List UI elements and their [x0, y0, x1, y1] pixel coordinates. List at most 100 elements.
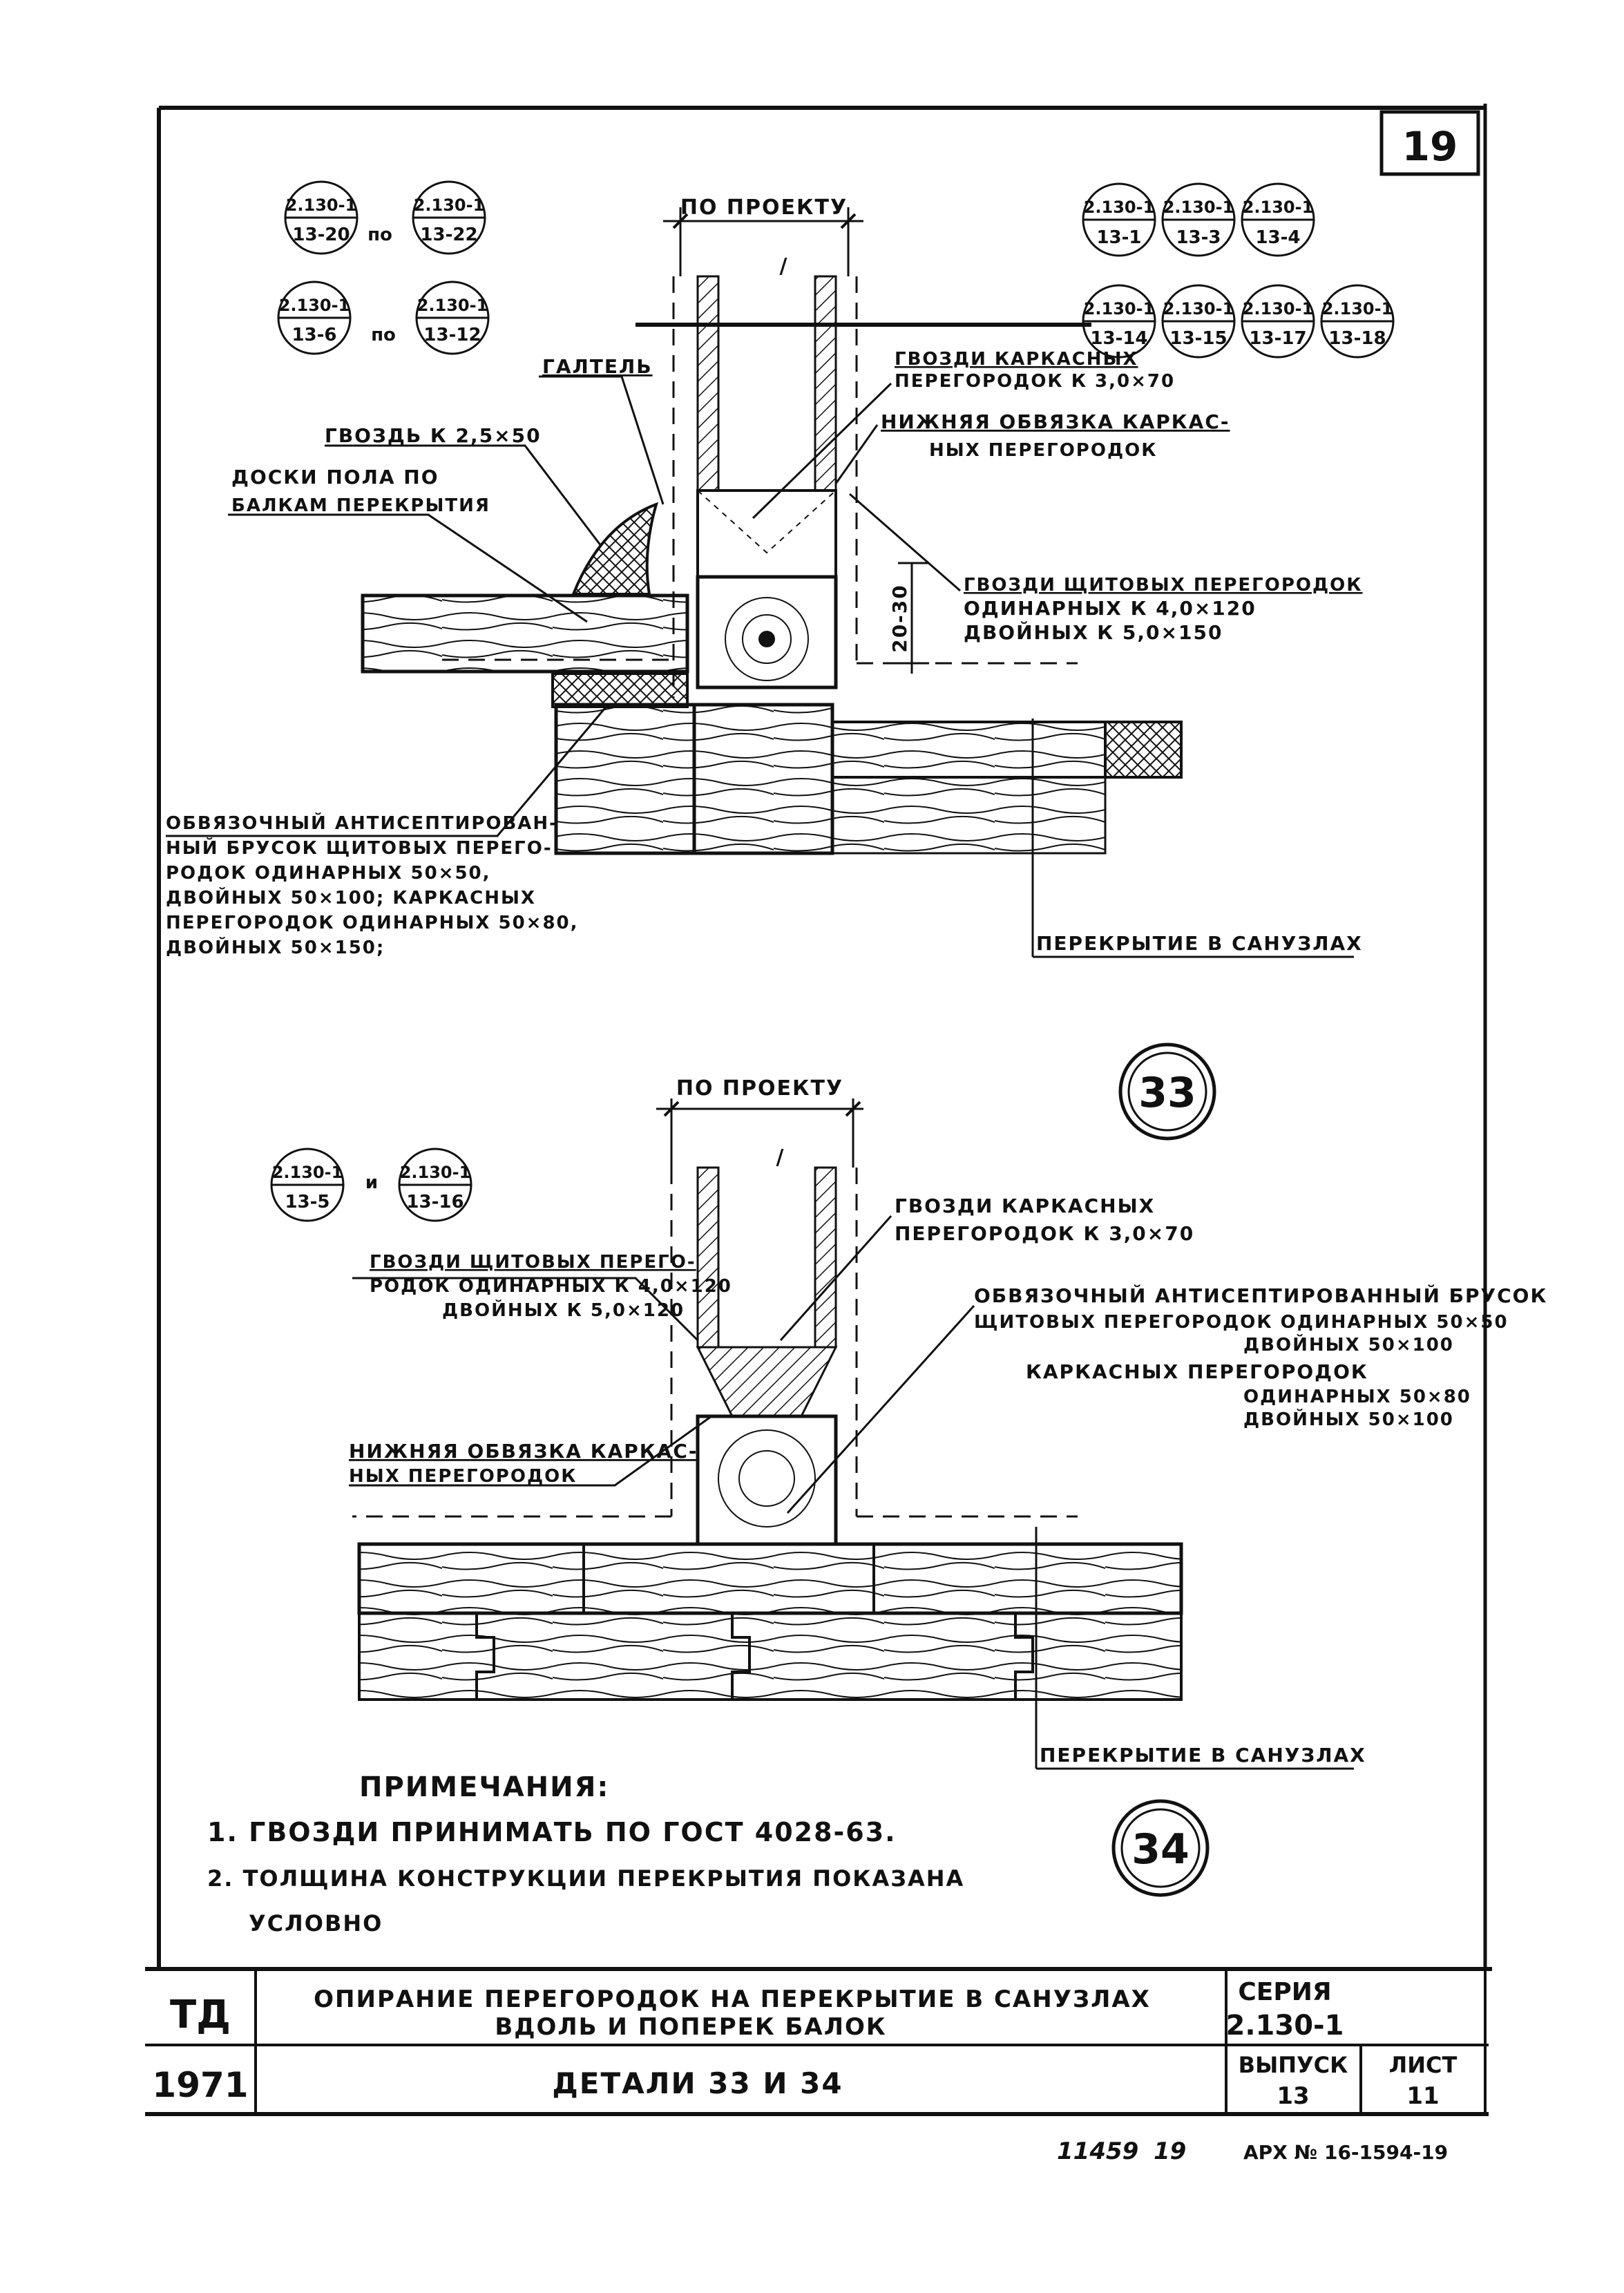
callout-bar-1-34: ОБВЯЗОЧНЫЙ АНТИСЕПТИРОВАННЫЙ БРУСОК	[974, 1284, 1547, 1307]
archive-code: АРХ № 16-1594-19	[1243, 2141, 1448, 2164]
slab-label-33: ПЕРЕКРЫТИЕ В САНУЗЛАХ	[1036, 932, 1363, 955]
partition-stud-34	[696, 1166, 838, 1546]
archive-stamp: 11459 19 АРХ № 16-1594-19	[1057, 2138, 1448, 2165]
issue-label: ВЫПУСК	[1239, 2052, 1348, 2078]
ref-a-top-34: 2.130-1	[272, 1163, 343, 1182]
title-line-1: ОПИРАНИЕ ПЕРЕГОРОДОК НА ПЕРЕКРЫТИЕ В САН…	[314, 1986, 1151, 2013]
dimension-tick-34: /	[776, 1145, 785, 1170]
ref-b-top-r1-33: 2.130-1	[414, 196, 485, 215]
ref-a-top-r2-33: 2.130-1	[279, 296, 350, 315]
fillet-33	[571, 502, 659, 596]
callout-frame-nails-2-34: ПЕРЕГОРОДОК К 3,0×70	[895, 1222, 1194, 1245]
notes: ПРИМЕЧАНИЯ: 1. ГВОЗДИ ПРИНИМАТЬ ПО ГОСТ …	[207, 1771, 964, 1937]
series-label: СЕРИЯ	[1238, 1978, 1331, 2006]
floor-34	[357, 1542, 1183, 1701]
ref-circles-right-row1-33: 2.130-1 13-1 2.130-1 13-3 2.130-1 13-4	[1082, 182, 1315, 257]
ref-circles-left-row2-33: 2.130-1 13-6 по 2.130-1 13-12	[277, 280, 490, 355]
callout-bottom-rail-2-33: НЫХ ПЕРЕГОРОДОК	[929, 440, 1157, 461]
callout-panel-nails-1-33: ГВОЗДИ ЩИТОВЫХ ПЕРЕГОРОДОК	[964, 575, 1363, 596]
sheet-label: ЛИСТ	[1389, 2052, 1458, 2078]
dimension-label-33: ПО ПРОЕКТУ	[680, 196, 848, 220]
dimension-po-proektu-33: ПО ПРОЕКТУ /	[663, 196, 863, 278]
ref-circles-left-row1-33: 2.130-1 13-20 по 2.130-1 13-22	[284, 180, 486, 255]
sheet-number: 19	[1402, 123, 1458, 170]
detail-marker-34-number: 34	[1131, 1825, 1190, 1874]
callout-bar-3-33: РОДОК ОДИНАРНЫХ 50×50,	[166, 863, 491, 884]
ref-sep-r2-33: по	[371, 325, 396, 345]
ref-r2-3-top: 2.130-1	[1322, 299, 1393, 318]
ref-r2-3-bottom: 13-18	[1328, 328, 1386, 349]
callout-floor-boards-2-33: БАЛКАМ ПЕРЕКРЫТИЯ	[231, 495, 490, 516]
sheet-number-box: 19	[1379, 110, 1480, 176]
callout-galtel-33: ГАЛТЕЛЬ	[542, 355, 653, 378]
callout-bottom-rail-1-33: НИЖНЯЯ ОБВЯЗКА КАРКАС-	[881, 410, 1230, 433]
note-2: 2. ТОЛЩИНА КОНСТРУКЦИИ ПЕРЕКРЫТИЯ ПОКАЗА…	[207, 1865, 964, 1892]
callout-bar-6-33: ДВОЙНЫХ 50×150;	[166, 936, 385, 958]
callout-bar-4-34: КАРКАСНЫХ ПЕРЕГОРОДОК	[1026, 1360, 1368, 1383]
callout-bottom-rail-1-34: НИЖНЯЯ ОБВЯЗКА КАРКАС-	[349, 1440, 698, 1463]
title-line-2: ВДОЛЬ И ПОПЕРЕК БАЛОК	[495, 2013, 886, 2041]
callout-panel-nails-2-33: ОДИНАРНЫХ К 4,0×120	[964, 597, 1257, 620]
ref-circles-right-row2-33: 2.130-1 13-14 2.130-1 13-15 2.130-1 13-1…	[1082, 284, 1395, 359]
callout-frame-nails-2-33: ПЕРЕГОРОДОК К 3,0×70	[895, 371, 1175, 392]
issue-value: 13	[1277, 2082, 1309, 2110]
note-1: 1. ГВОЗДИ ПРИНИМАТЬ ПО ГОСТ 4028-63.	[207, 1817, 897, 1847]
callout-bottom-rail-2-34: НЫХ ПЕРЕГОРОДОК	[349, 1466, 577, 1487]
series-value: 2.130-1	[1226, 2010, 1344, 2042]
ref-sep-34: и	[365, 1172, 378, 1193]
callout-leaders-34	[349, 1215, 975, 1514]
callout-floor-boards-1-33: ДОСКИ ПОЛА ПО	[231, 466, 439, 488]
ref-r2-0-top: 2.130-1	[1084, 299, 1155, 318]
callout-bar-4-33: ДВОЙНЫХ 50×100; КАРКАСНЫХ	[166, 886, 536, 908]
ref-r1-2-top: 2.130-1	[1243, 198, 1314, 217]
title-org: ТД	[170, 1992, 231, 2037]
callout-bar-3-34: ДВОЙНЫХ 50×100	[1243, 1333, 1454, 1355]
ref-a-bottom-r2-33: 13-6	[292, 325, 336, 345]
ref-r1-1-top: 2.130-1	[1163, 198, 1234, 217]
gap-dimension-33: 20-30	[888, 562, 929, 674]
ref-b-top-34: 2.130-1	[400, 1163, 471, 1182]
beams-33	[554, 703, 1183, 855]
ref-r2-2-bottom: 13-17	[1249, 328, 1306, 349]
ref-circles-34: 2.130-1 13-5 и 2.130-1 13-16	[270, 1148, 472, 1222]
callout-panel-nails-1-34: ГВОЗДИ ЩИТОВЫХ ПЕРЕГО-	[370, 1252, 696, 1273]
ref-b-bottom-r2-33: 13-12	[423, 325, 481, 345]
callout-frame-nails-1-34: ГВОЗДИ КАРКАСНЫХ	[895, 1195, 1155, 1217]
callout-bar-5-34: ОДИНАРНЫХ 50×80	[1243, 1387, 1471, 1407]
ref-a-bottom-34: 13-5	[285, 1192, 329, 1212]
ref-b-bottom-r1-33: 13-22	[420, 225, 477, 245]
callout-bar-1-33: ОБВЯЗОЧНЫЙ АНТИСЕПТИРОВАН-	[166, 812, 558, 834]
callout-panel-nails-3-33: ДВОЙНЫХ К 5,0×150	[964, 620, 1223, 644]
dimension-label-34: ПО ПРОЕКТУ	[676, 1076, 843, 1101]
callout-bar-6-34: ДВОЙНЫХ 50×100	[1243, 1408, 1454, 1430]
callout-nail-25-33: ГВОЗДЬ К 2,5×50	[325, 424, 542, 447]
callout-bar-5-33: ПЕРЕГОРОДОК ОДИНАРНЫХ 50×80,	[166, 913, 579, 933]
callout-panel-nails-3-34: ДВОЙНЫХ К 5,0×120	[442, 1299, 685, 1321]
detail-marker-33-number: 33	[1138, 1069, 1196, 1117]
callout-bar-2-33: НЫЙ БРУСОК ЩИТОВЫХ ПЕРЕГО-	[166, 837, 553, 859]
title-block: ТД 1971 ОПИРАНИЕ ПЕРЕГОРОДОК НА ПЕРЕКРЫТ…	[145, 1967, 1489, 2116]
gap-dimension-label-33: 20-30	[888, 584, 911, 653]
callout-bar-2-34: ЩИТОВЫХ ПЕРЕГОРОДОК ОДИНАРНЫХ 50×50	[974, 1312, 1509, 1333]
ref-r1-0-top: 2.130-1	[1084, 198, 1155, 217]
ref-b-top-r2-33: 2.130-1	[417, 296, 488, 315]
ref-a-bottom-r1-33: 13-20	[292, 225, 350, 245]
partition-stud-33	[696, 275, 838, 689]
ref-b-bottom-34: 13-16	[406, 1192, 464, 1212]
ref-r1-0-bottom: 13-1	[1096, 227, 1141, 248]
detail-33: ПО ПРОЕКТУ /	[166, 180, 1395, 1141]
ref-r2-2-top: 2.130-1	[1243, 299, 1314, 318]
ref-r2-1-bottom: 13-15	[1169, 328, 1227, 349]
callout-frame-nails-1-33: ГВОЗДИ КАРКАСНЫХ	[895, 349, 1138, 370]
floor-boards-33	[361, 593, 689, 708]
ref-r2-0-bottom: 13-14	[1090, 328, 1147, 349]
detail-marker-33: 33	[1118, 1043, 1216, 1141]
title-subtitle: ДЕТАЛИ 33 И 34	[552, 2066, 843, 2100]
ref-r2-1-top: 2.130-1	[1163, 299, 1234, 318]
ref-sep-r1-33: по	[367, 225, 392, 245]
notes-heading: ПРИМЕЧАНИЯ:	[359, 1771, 609, 1803]
callout-leaders-33	[166, 375, 961, 837]
ref-r1-2-bottom: 13-4	[1255, 227, 1300, 248]
detail-34: ПО ПРОЕКТУ / ПЕРЕКРЫТИ	[270, 1076, 1547, 1897]
